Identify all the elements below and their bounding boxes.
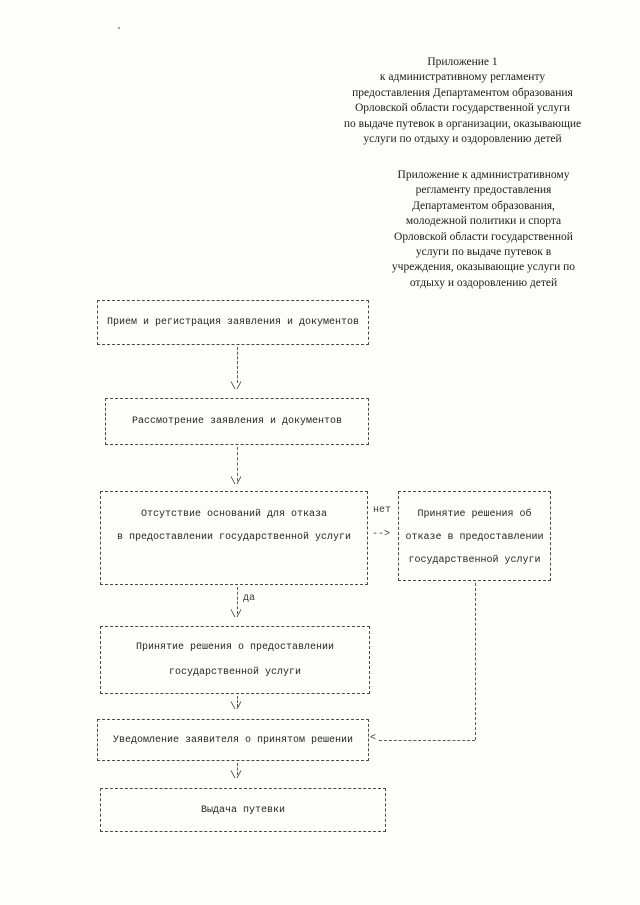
- connector-down-3: [237, 587, 238, 614]
- appendix-1-line: Приложение 1: [427, 56, 498, 68]
- arrow-down-icon: \/: [230, 610, 243, 621]
- box-refusal-decision-line: государственной услуги: [408, 555, 541, 566]
- box-refusal-decision-line: отказе в предоставлении: [405, 532, 544, 543]
- connector-down-4: [237, 696, 238, 707]
- connector-return-horizontal: [379, 740, 475, 741]
- arrow-down-icon: \/: [230, 771, 243, 782]
- arrow-down-icon: \/: [230, 382, 243, 393]
- connector-return-vertical: [475, 583, 476, 740]
- connector-down-5: [237, 763, 238, 775]
- box-issue-voucher: Выдача путевки: [100, 788, 386, 832]
- appendix-1-line: услуги по отдыху и оздоровлению детей: [363, 133, 562, 146]
- appendix-2-line: учреждения, оказывающие услуги по: [391, 261, 576, 274]
- appendix-2-line: Приложение к административному: [397, 169, 570, 181]
- box-no-refusal-grounds-line: Отсутствие оснований для отказа: [140, 509, 328, 520]
- appendix-2-line: отдыху и оздоровлению детей: [409, 276, 558, 289]
- scan-speck: [118, 27, 120, 29]
- box-grant-decision-line: государственной услуги: [168, 667, 302, 678]
- appendix-2-line: Департаментом образования,: [412, 199, 555, 212]
- box-receive-registration: Прием и регистрация заявления и документ…: [97, 300, 369, 345]
- appendix-2-line: услуги по выдаче путевок в: [415, 246, 552, 259]
- appendix-1-line: к административному регламенту: [379, 71, 546, 84]
- box-review-label: Рассмотрение заявления и документов: [131, 416, 343, 427]
- arrow-right-icon: -->: [372, 529, 391, 540]
- appendix-1-line: по выдаче путевок в организации, оказыва…: [343, 117, 582, 130]
- box-review: Рассмотрение заявления и документов: [105, 398, 369, 445]
- connector-down-1: [237, 347, 238, 383]
- appendix-2-header: Приложение к административному регламент…: [372, 168, 595, 291]
- appendix-1-line: Орловской области государственной услуги: [354, 102, 570, 115]
- box-no-refusal-grounds-line: в предоставлении государственной услуги: [116, 532, 352, 543]
- box-receive-registration-label: Прием и регистрация заявления и документ…: [106, 317, 360, 328]
- arrow-left-icon: <: [370, 733, 377, 744]
- box-refusal-decision-line: Принятие решения об: [417, 509, 532, 520]
- label-yes: да: [243, 593, 256, 604]
- appendix-2-line: регламенту предоставления: [415, 184, 552, 197]
- arrow-down-icon: \/: [230, 702, 243, 713]
- box-notify-applicant: Уведомление заявителя о принятом решении: [97, 719, 369, 761]
- arrow-down-icon: \/: [230, 477, 243, 488]
- label-no: нет: [373, 505, 392, 516]
- box-grant-decision: Принятие решения о предоставлении госуда…: [100, 626, 370, 694]
- box-notify-applicant-label: Уведомление заявителя о принятом решении: [112, 734, 354, 746]
- appendix-2-line: молодежной политики и спорта: [405, 215, 562, 228]
- box-refusal-decision: Принятие решения об отказе в предоставле…: [398, 491, 551, 581]
- appendix-2-line: Орловской области государственной: [394, 230, 573, 243]
- connector-down-2: [237, 447, 238, 481]
- box-no-refusal-grounds: Отсутствие оснований для отказа в предос…: [100, 491, 368, 585]
- appendix-1-line: предоставления Департаментом образования: [352, 86, 573, 99]
- box-grant-decision-line: Принятие решения о предоставлении: [135, 642, 335, 653]
- box-issue-voucher-label: Выдача путевки: [200, 804, 285, 816]
- appendix-1-header: Приложение 1 к административному регламе…: [330, 55, 595, 147]
